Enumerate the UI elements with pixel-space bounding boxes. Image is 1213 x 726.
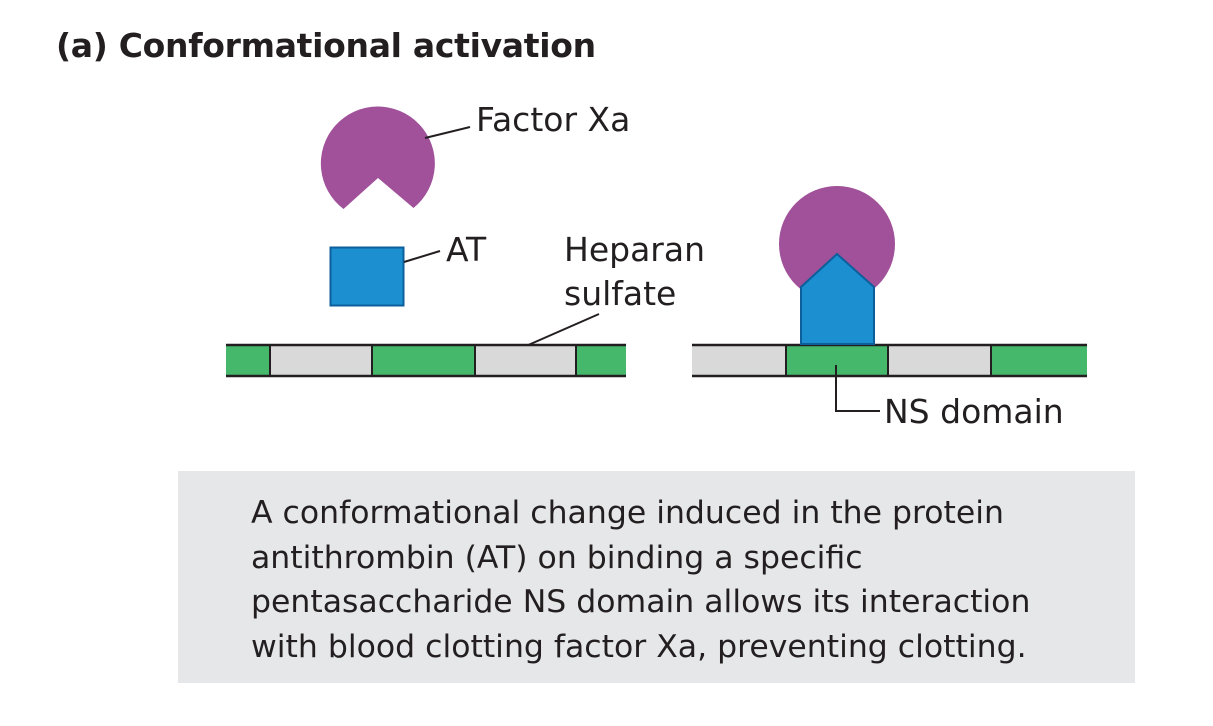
panel-title: (a) Conformational activation (56, 26, 596, 65)
unsulfated-segment (475, 345, 576, 376)
ns-domain-label: NS domain (884, 392, 1064, 431)
ns-domain-segment (576, 345, 626, 376)
heparan-sulfate-strand-left (226, 343, 626, 378)
caption-box: A conformational change induced in the p… (178, 471, 1135, 683)
at-label: AT (446, 230, 487, 269)
heparan-sulfate-strand-right (692, 343, 1087, 378)
at-activated (800, 252, 875, 345)
ns-domain-leader (835, 365, 880, 412)
at-leader (403, 250, 441, 263)
unsulfated-segment (692, 345, 786, 376)
heparan-sulfate-leader (525, 313, 600, 347)
factor-xa-leader (424, 126, 471, 139)
caption-text: A conformational change induced in the p… (251, 495, 1031, 665)
heparan-sulfate-label-line1: Heparan (564, 230, 705, 269)
factor-xa-label: Factor Xa (476, 100, 630, 139)
unsulfated-segment (888, 345, 991, 376)
ns-domain-segment (372, 345, 475, 376)
at-free (329, 246, 405, 307)
factor-xa-bound (779, 186, 895, 302)
ns-domain-segment (226, 345, 270, 376)
ns-domain-segment (991, 345, 1087, 376)
unsulfated-segment (270, 345, 372, 376)
factor-xa-free (320, 106, 435, 209)
heparan-sulfate-label-line2: sulfate (564, 274, 676, 313)
